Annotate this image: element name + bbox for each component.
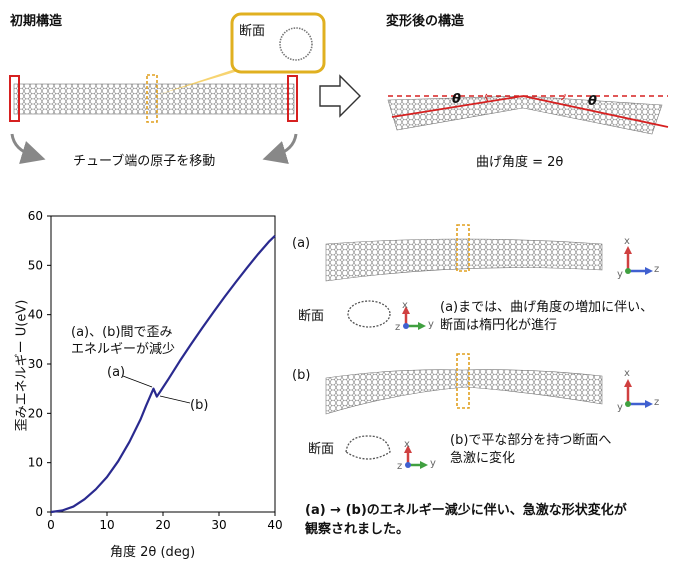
x-axis-label: 角度 2θ (deg) — [110, 545, 196, 560]
axis-y-b: y — [617, 402, 623, 413]
x-tick-label: 0 — [47, 518, 55, 532]
axis-x-a: x — [624, 236, 630, 247]
tube-b — [325, 369, 603, 415]
axis-z-sb: z — [397, 461, 403, 472]
conclusion-line1: (a) → (b)のエネルギー減少に伴い、急激な形状変化が — [305, 503, 627, 518]
right-axis-line — [522, 95, 669, 128]
desc-a-line2: 断面は楕円化が進行 — [440, 318, 558, 333]
right-end-box — [287, 75, 298, 122]
axis-y-sa: y — [428, 319, 434, 330]
section-marker-b — [456, 353, 470, 409]
y-tick-label: 20 — [28, 406, 43, 420]
circular-section — [279, 27, 313, 61]
flattened-section — [345, 435, 391, 460]
x-tick-label: 30 — [211, 518, 226, 532]
axis-y-sb: y — [430, 458, 436, 469]
initial-tube — [13, 83, 295, 115]
axis-z-b: z — [654, 397, 660, 408]
desc-a-line1: (a)までは、曲げ角度の増加に伴い、 — [440, 300, 654, 315]
chart-layer: 0 10 20 30 40 0 10 20 30 40 50 60 — [28, 209, 283, 532]
label-a: (a) — [292, 236, 311, 251]
x-tick-label: 10 — [99, 518, 114, 532]
right-angle-arc — [560, 93, 566, 101]
x-tick-label: 40 — [267, 518, 282, 532]
section-marker — [146, 74, 158, 123]
section-label-b: 断面 — [308, 442, 335, 457]
elliptical-section — [347, 300, 391, 328]
chart-note-line2: エネルギーが減少 — [71, 342, 176, 357]
axis-z-sa: z — [395, 322, 401, 333]
axis-x-sb: x — [404, 439, 410, 450]
theta-right: θ — [588, 94, 597, 109]
initial-title: 初期構造 — [10, 14, 63, 29]
y-tick-label: 40 — [28, 308, 43, 322]
axis-z-a: z — [654, 264, 660, 275]
y-axis-label: 歪みエネルギー U(eV) — [14, 299, 30, 432]
bend-caption: 曲げ角度 = 2θ — [476, 155, 564, 170]
theta-left: θ — [452, 92, 461, 107]
plot-frame — [50, 215, 276, 513]
section-callout — [230, 12, 326, 74]
left-axis-line — [391, 95, 524, 118]
axis-x-sa: x — [402, 300, 408, 311]
left-angle-arc — [485, 93, 489, 102]
move-caption: チューブ端の原子を移動 — [73, 154, 216, 169]
deformed-title: 変形後の構造 — [386, 14, 465, 29]
axis-triad-b — [624, 379, 653, 408]
axis-triad-section-b — [404, 445, 428, 469]
left-move-arrow — [10, 133, 46, 165]
tube-a — [325, 238, 603, 282]
section-marker-a — [456, 224, 470, 272]
point-b-label: (b) — [190, 398, 209, 413]
y-tick-label: 60 — [28, 209, 43, 223]
label-b: (b) — [292, 368, 311, 383]
transform-arrow — [319, 74, 361, 118]
x-tick-label: 20 — [155, 518, 170, 532]
y-tick-label: 10 — [28, 456, 43, 470]
axis-y-a: y — [617, 269, 623, 280]
axis-triad-section-a — [402, 306, 426, 330]
desc-b-line2: 急激に変化 — [450, 451, 516, 466]
axis-triad-a — [624, 246, 653, 275]
point-a-label: (a) — [107, 365, 126, 380]
desc-b-line1: (b)で平な部分を持つ断面へ — [450, 433, 612, 448]
chart-note-line1: (a)、(b)間で歪み — [71, 325, 173, 340]
leader-a — [122, 375, 153, 388]
left-end-box — [9, 75, 20, 122]
axis-x-b: x — [624, 368, 630, 379]
energy-curve — [50, 234, 276, 514]
conclusion-line2: 観察されました。 — [305, 522, 410, 537]
leader-b — [159, 395, 191, 404]
right-move-arrow — [262, 133, 298, 165]
section-label-a: 断面 — [298, 309, 325, 324]
y-tick-label: 50 — [28, 258, 43, 272]
callout-section-label: 断面 — [239, 24, 266, 39]
deformed-tube — [387, 95, 663, 135]
y-tick-label: 30 — [28, 357, 43, 371]
y-tick-label: 0 — [35, 505, 43, 519]
